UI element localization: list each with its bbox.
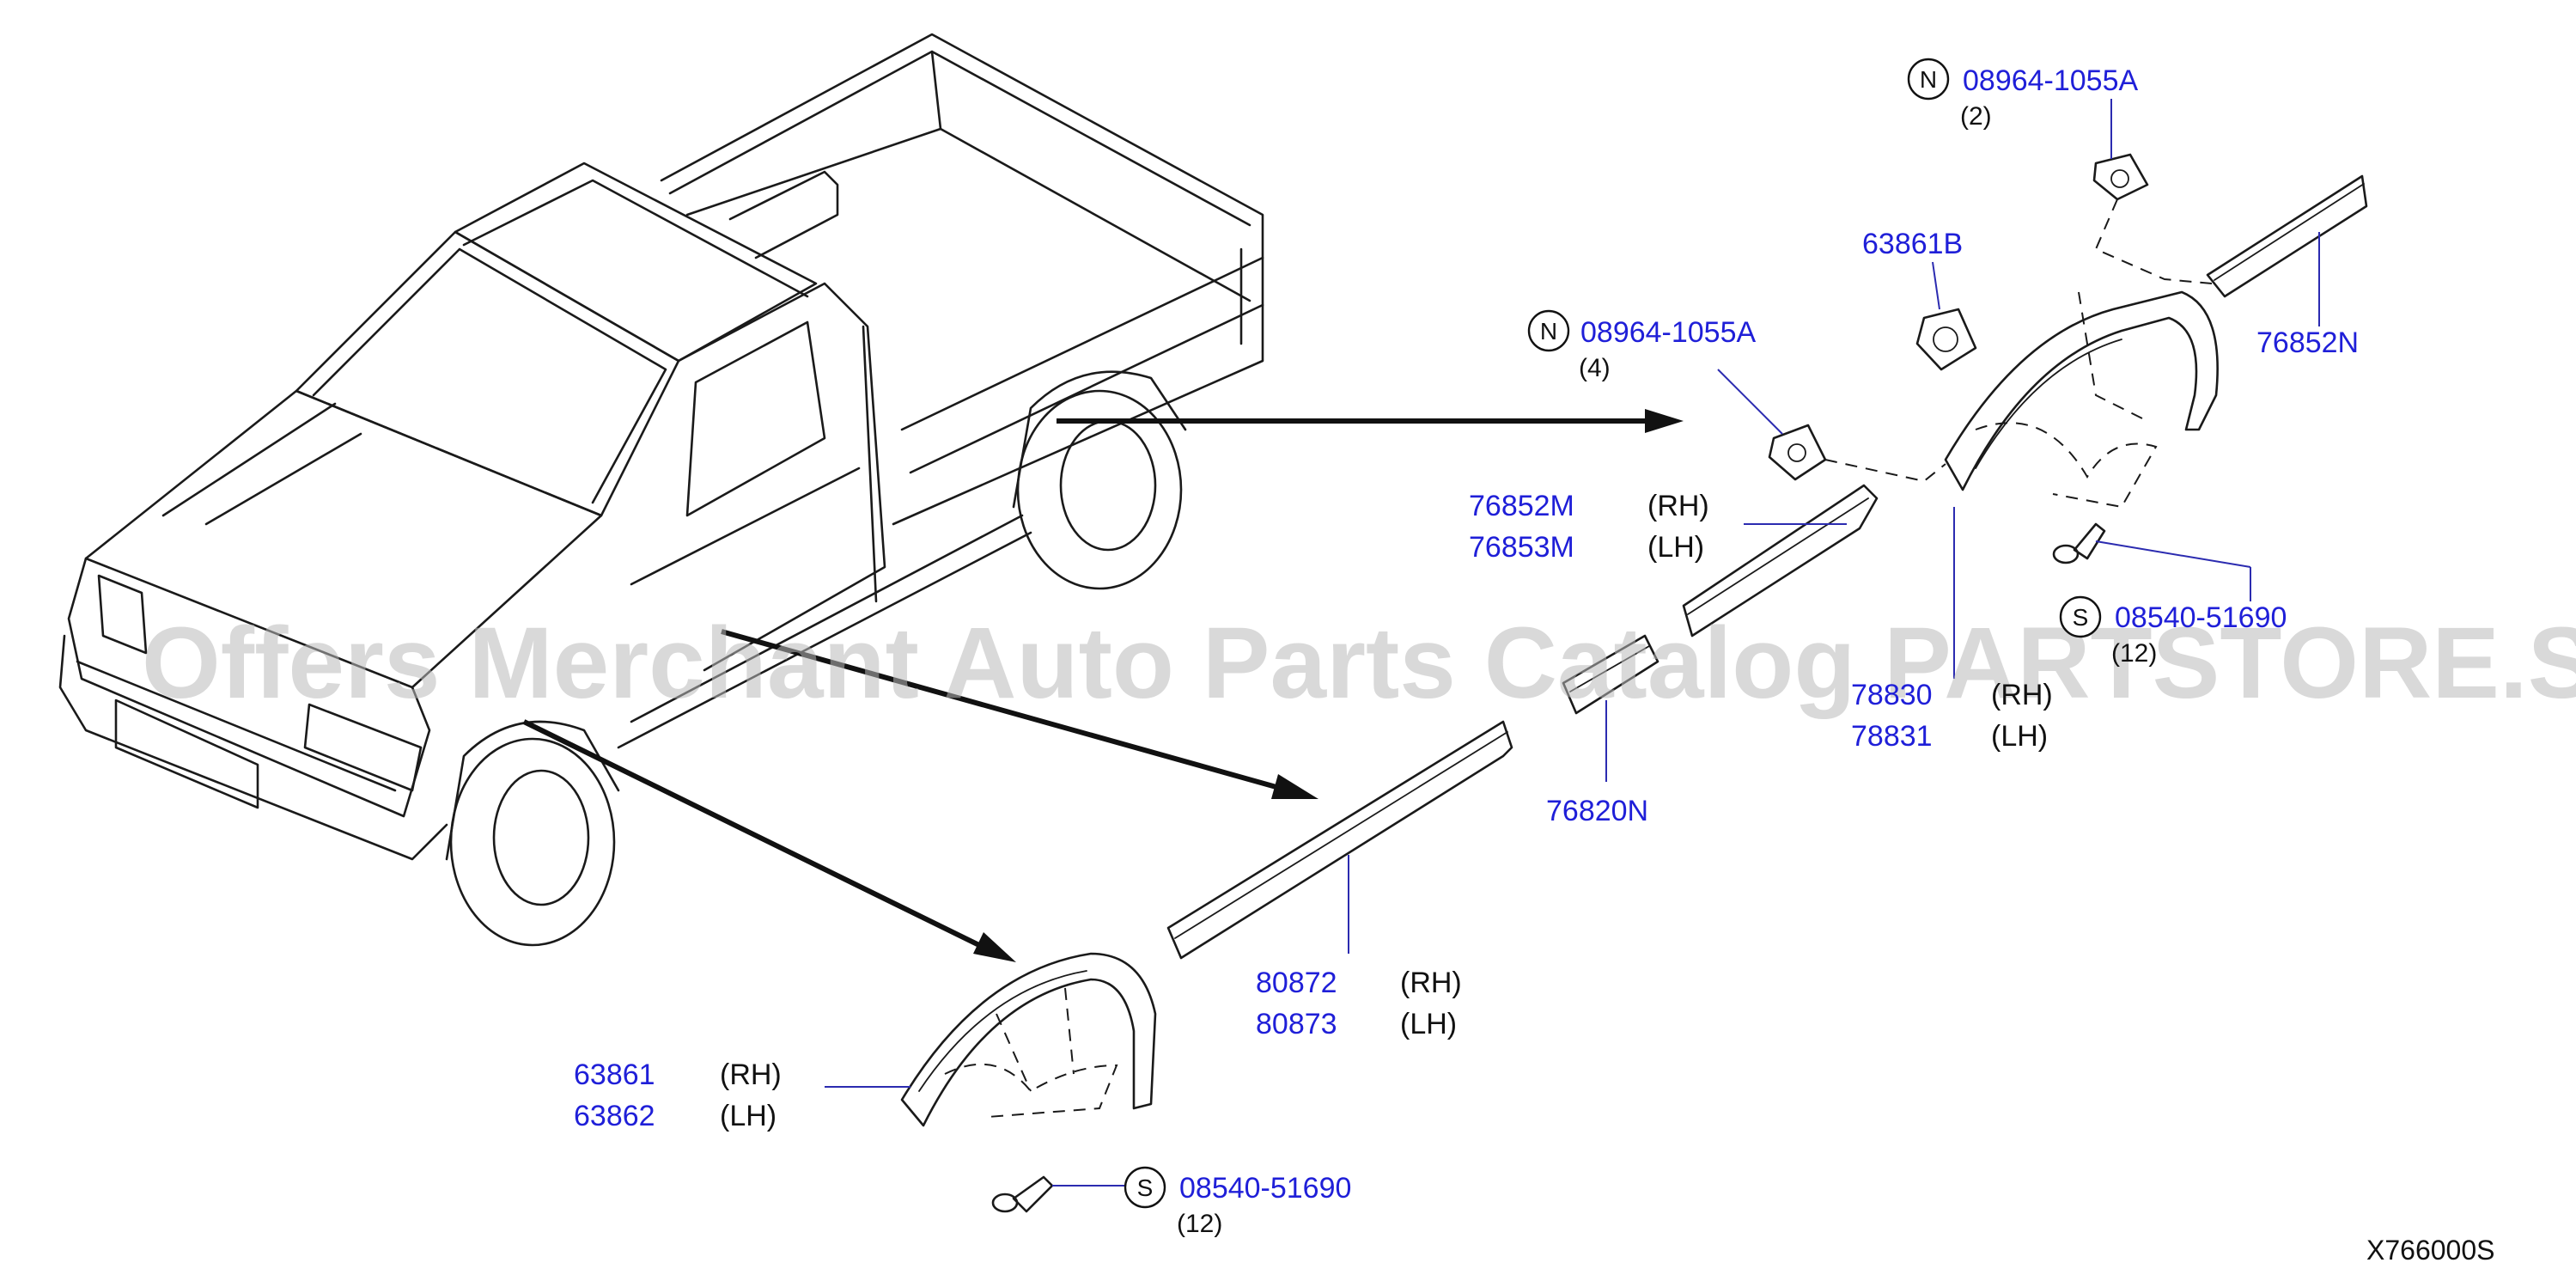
part-number[interactable]: 80872 — [1256, 967, 1337, 999]
n-mark: N — [1920, 66, 1937, 93]
part-number[interactable]: 08540-51690 — [1179, 1172, 1351, 1205]
n-mark-circle — [1907, 58, 1950, 101]
pickup-truck-illustration — [58, 33, 1264, 947]
arrowhead-front-fender — [973, 932, 1016, 962]
n-mark-circle — [1527, 309, 1570, 352]
callout-80872-80873[interactable]: 80872 (RH) 80873 (LH) — [1256, 967, 1462, 1040]
arrowhead-side-molding — [1271, 774, 1318, 799]
part-number[interactable]: 78830 — [1851, 679, 1933, 711]
molding-76852m — [1682, 484, 1879, 638]
part-number[interactable]: 08540-51690 — [2115, 601, 2287, 634]
part-number[interactable]: 80873 — [1256, 1008, 1337, 1040]
part-number[interactable]: 76852M — [1469, 490, 1574, 522]
quantity: (2) — [1960, 102, 1992, 131]
callout-08540-51690-lower[interactable]: S 08540-51690 (12) — [1124, 1166, 1351, 1238]
part-number[interactable]: 63861 — [574, 1058, 655, 1091]
molding-76820n — [1562, 634, 1659, 715]
side-label: (LH) — [1991, 720, 2048, 753]
arrow-front-fender — [522, 719, 990, 952]
part-number[interactable]: 08964-1055A — [1963, 64, 2139, 97]
arrowhead-rear-fender — [1645, 409, 1684, 433]
sill-molding-80872 — [1166, 720, 1513, 960]
diagram-code: X766000S — [2366, 1235, 2494, 1266]
s-mark: S — [2073, 604, 2089, 631]
callout-76852m-76853m[interactable]: 76852M (RH) 76853M (LH) — [1469, 490, 1709, 564]
callout-63861b[interactable]: 63861B — [1862, 228, 1963, 260]
part-number[interactable]: 63862 — [574, 1100, 655, 1132]
screw-front — [991, 1175, 1054, 1213]
callout-76820n[interactable]: 76820N — [1546, 795, 1648, 827]
rear-wheel-arch-molding — [1944, 290, 2219, 509]
front-wheel-arch-molding — [900, 952, 1157, 1127]
callout-08964-1055a-upper[interactable]: N 08964-1055A (2) — [1907, 58, 2139, 131]
callout-76852n[interactable]: 76852N — [2256, 326, 2359, 359]
s-mark-circle — [1124, 1166, 1166, 1209]
part-number[interactable]: 76852N — [2256, 326, 2359, 359]
callout-08540-51690-upper[interactable]: S 08540-51690 (12) — [2059, 595, 2287, 668]
pointer-arrows — [522, 409, 1684, 962]
callout-63861-63862[interactable]: 63861 (RH) 63862 (LH) — [574, 1058, 782, 1132]
molding-strip-76852n — [2206, 174, 2368, 298]
side-label: (RH) — [720, 1058, 782, 1091]
quantity: (12) — [2111, 639, 2157, 668]
quantity: (4) — [1579, 354, 1611, 382]
arrow-side-molding — [721, 629, 1289, 793]
n-mark: N — [1540, 318, 1557, 345]
callout-leaders — [825, 99, 2320, 1187]
part-number[interactable]: 63861B — [1862, 228, 1963, 260]
clip-63861b — [1915, 308, 1977, 371]
side-label: (RH) — [1647, 490, 1709, 522]
part-number[interactable]: 78831 — [1851, 720, 1933, 753]
clip-nut-lower — [1768, 424, 1946, 483]
quantity: (12) — [1177, 1210, 1222, 1238]
s-mark-circle — [2059, 595, 2102, 638]
watermark-text: Offers Merchant Auto Parts Catalog PARTS… — [142, 607, 2576, 720]
part-number[interactable]: 08964-1055A — [1580, 316, 1757, 349]
side-label: (LH) — [1647, 531, 1704, 564]
side-label: (LH) — [720, 1100, 776, 1132]
s-mark: S — [1137, 1174, 1154, 1201]
clip-nut-upper — [2092, 153, 2213, 284]
part-number[interactable]: 76853M — [1469, 531, 1574, 564]
side-label: (LH) — [1400, 1008, 1457, 1040]
screw-rear — [2052, 522, 2106, 564]
callout-78830-78831[interactable]: 78830 (RH) 78831 (LH) — [1851, 679, 2053, 753]
part-number[interactable]: 76820N — [1546, 795, 1648, 827]
side-label: (RH) — [1991, 679, 2053, 711]
side-label: (RH) — [1400, 967, 1462, 999]
callout-08964-1055a-lower[interactable]: N 08964-1055A (4) — [1527, 309, 1757, 382]
